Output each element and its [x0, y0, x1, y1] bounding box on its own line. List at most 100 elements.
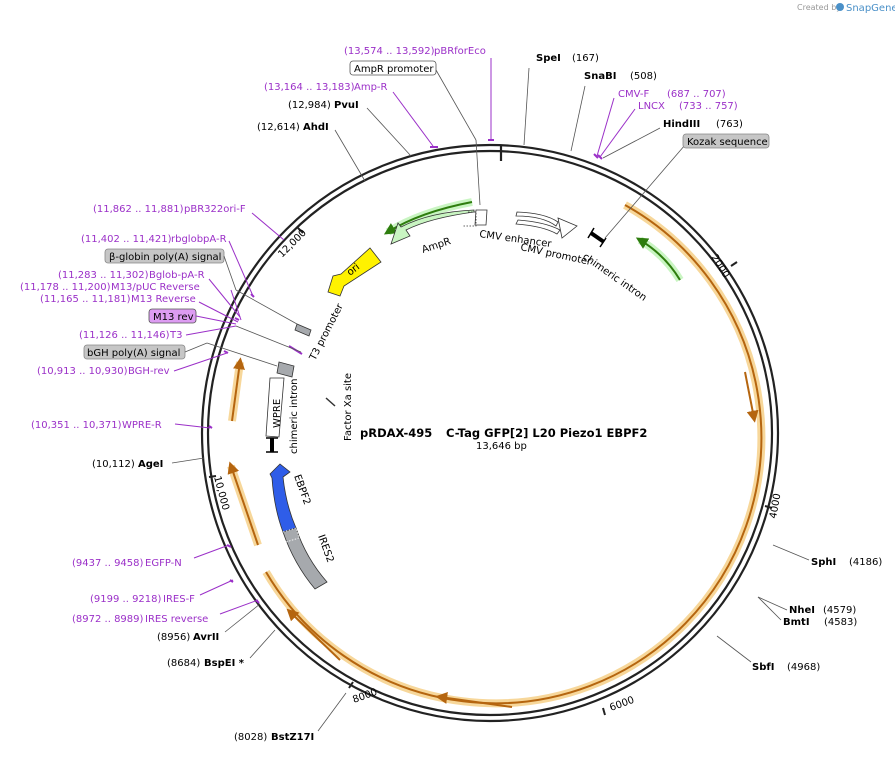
primer-amp-r[interactable]: (13,164 .. 13,183) Amp-R — [264, 82, 438, 148]
ampr-label: AmpR — [421, 236, 453, 256]
primer-lncx[interactable]: LNCX (733 .. 757) — [599, 101, 738, 158]
spei-name: SpeI — [536, 53, 561, 64]
site-avrii[interactable]: (8956) AvrII — [157, 603, 261, 643]
primer-bglob-pa-r[interactable]: (11,283 .. 11,302) Bglob-pA-R — [58, 270, 241, 318]
site-spei[interactable]: SpeI (167) — [523, 53, 599, 146]
wpre-label: WPRE — [272, 399, 283, 428]
ires-f-name: IRES-F — [163, 594, 195, 605]
wpre-feature: WPRE chimeric intron — [265, 377, 300, 454]
avrii-coord: (8956) — [157, 632, 190, 643]
kozak-leader — [604, 144, 686, 239]
site-agei[interactable]: (10,112) AgeI — [92, 457, 205, 470]
bgh-rev-coord: (10,913 .. 10,930) — [37, 366, 128, 377]
snapgene-brand: SnapGene — [846, 3, 895, 14]
primer-ires-f[interactable]: (9199 .. 9218) IRES-F — [90, 579, 234, 605]
pbrforeco-name: pBRforEco — [434, 46, 486, 57]
primer-egfp-n[interactable]: (9437 .. 9458) EGFP-N — [72, 544, 230, 569]
primer-pbr322ori-f[interactable]: (11,862 .. 11,881) pBR322ori-F — [93, 204, 285, 241]
pvui-name: PvuI — [334, 100, 359, 111]
nhei-name: NheI — [789, 605, 815, 616]
nhei-coord: (4579) — [823, 605, 856, 616]
site-pvui[interactable]: (12,984) PvuI — [288, 100, 412, 157]
bglobin-polya-box[interactable]: β-globin poly(A) signal — [104, 248, 298, 325]
m13puc-name: M13/pUC Reverse — [111, 282, 200, 293]
egfp-n-name: EGFP-N — [145, 558, 182, 569]
primer-m13-reverse[interactable]: (11,165 .. 11,181) M13 Reverse — [40, 294, 239, 323]
plasmid-size: 13,646 bp — [476, 441, 527, 452]
bstz17i-coord: (8028) — [234, 732, 267, 743]
cmvf-coord: (687 .. 707) — [667, 89, 726, 100]
ires2-feature: IRES2 — [282, 527, 335, 590]
created-by-text: Created by — [797, 3, 841, 12]
site-bmti[interactable]: BmtI (4583) — [757, 596, 857, 628]
primer-cmvf[interactable]: CMV-F (687 .. 707) — [596, 89, 726, 157]
t3-promoter-label: T3 promoter — [307, 301, 346, 363]
kozak-box[interactable]: Kozak sequence — [682, 133, 770, 149]
m13puc-coord: (11,178 .. 11,200) — [20, 282, 111, 293]
kozak-label: Kozak sequence — [687, 137, 768, 148]
bgh-polya-box[interactable]: bGH poly(A) signal — [83, 342, 278, 367]
tick-6000: 6000 — [608, 695, 636, 714]
site-bstz17i[interactable]: (8028) BstZ17I — [234, 692, 347, 743]
ori-feature: ori — [327, 247, 382, 297]
green-feature-arrows — [383, 198, 684, 283]
avrii-name: AvrII — [193, 632, 219, 643]
bspei-name: BspEI * — [204, 658, 245, 669]
chimeric-intron-1-label: chimeric intron — [580, 251, 648, 303]
orf-arc — [227, 201, 766, 708]
factor-xa-feature: Factor Xa site — [325, 373, 354, 441]
bglob-pa-r-name: Bglob-pA-R — [149, 270, 205, 281]
lncx-coord: (733 .. 757) — [679, 101, 738, 112]
primer-bgh-rev[interactable]: (10,913 .. 10,930) BGH-rev — [37, 352, 228, 377]
ires-reverse-name: IRES reverse — [145, 614, 208, 625]
pvui-coord: (12,984) — [288, 100, 331, 111]
site-snabi[interactable]: SnaBI (508) — [570, 71, 657, 152]
primer-ires-reverse[interactable]: (8972 .. 8989) IRES reverse — [72, 599, 259, 625]
snabi-coord: (508) — [630, 71, 657, 82]
bglobin-polya-label: β-globin poly(A) signal — [109, 252, 221, 263]
ampr-promoter-box[interactable]: AmpR promoter — [349, 60, 481, 206]
agei-coord: (10,112) — [92, 459, 135, 470]
spei-coord: (167) — [572, 53, 599, 64]
sbfi-name: SbfI — [752, 662, 774, 673]
bspei-coord: (8684) — [167, 658, 200, 669]
plasmid-description: C-Tag GFP[2] L20 Piezo1 EBPF2 — [446, 426, 647, 440]
ampr-promoter-label: AmpR promoter — [354, 64, 434, 75]
t3-coord: (11,126 .. 11,146) — [79, 330, 170, 341]
m13-rev-label: M13 rev — [153, 312, 194, 323]
tick-labels: 2000 4000 6000 8000 10,000 12,000 — [211, 228, 783, 714]
primer-ticks — [208, 153, 603, 604]
cmv-promoter-label: CMV promoter — [519, 242, 593, 268]
primer-t3[interactable]: (11,126 .. 11,146) T3 — [79, 325, 302, 353]
sphi-name: SphI — [811, 557, 836, 568]
bgh-polya-label: bGH poly(A) signal — [87, 348, 180, 359]
primer-rbglobpa-r[interactable]: (11,402 .. 11,421) rbglobpA-R — [81, 234, 254, 297]
snabi-name: SnaBI — [584, 71, 616, 82]
bgh-feature — [276, 361, 295, 378]
site-hindiii[interactable]: HindIII (763) — [602, 119, 743, 159]
hindiii-name: HindIII — [663, 119, 700, 130]
hindiii-coord: (763) — [716, 119, 743, 130]
site-bspei[interactable]: (8684) BspEI * — [167, 629, 276, 669]
site-nhei[interactable]: NheI (4579) — [757, 596, 856, 616]
site-ahdi[interactable]: (12,614) AhdI — [257, 122, 366, 182]
amp-r-coord: (13,164 .. 13,183) — [264, 82, 355, 93]
pbrforeco-coord: (13,574 .. 13,592) — [344, 46, 435, 57]
primer-m13-puc-reverse[interactable]: (11,178 .. 11,200) M13/pUC Reverse — [20, 282, 242, 321]
backbone — [200, 143, 780, 723]
ahdi-name: AhdI — [303, 122, 329, 133]
m13rev-name: M13 Reverse — [131, 294, 196, 305]
pbr322ori-name: pBR322ori-F — [184, 204, 246, 215]
rbglobpa-coord: (11,402 .. 11,421) — [81, 234, 172, 245]
primer-pbrforeco[interactable]: (13,574 .. 13,592) pBRforEco — [344, 46, 494, 141]
tick-marks — [208, 227, 773, 716]
bmti-coord: (4583) — [824, 617, 857, 628]
ires-reverse-coord: (8972 .. 8989) — [72, 614, 144, 625]
primer-wpre-r[interactable]: (10,351 .. 10,371) WPRE-R — [31, 420, 211, 431]
m13-rev-box[interactable]: M13 rev — [148, 308, 237, 325]
site-sphi[interactable]: SphI (4186) — [772, 544, 882, 568]
site-sbfi[interactable]: SbfI (4968) — [716, 635, 820, 673]
amp-r-name: Amp-R — [354, 82, 388, 93]
ebpf2-feature: EBPF2 — [269, 463, 312, 533]
plasmid-name: pRDAX-495 — [360, 426, 432, 440]
